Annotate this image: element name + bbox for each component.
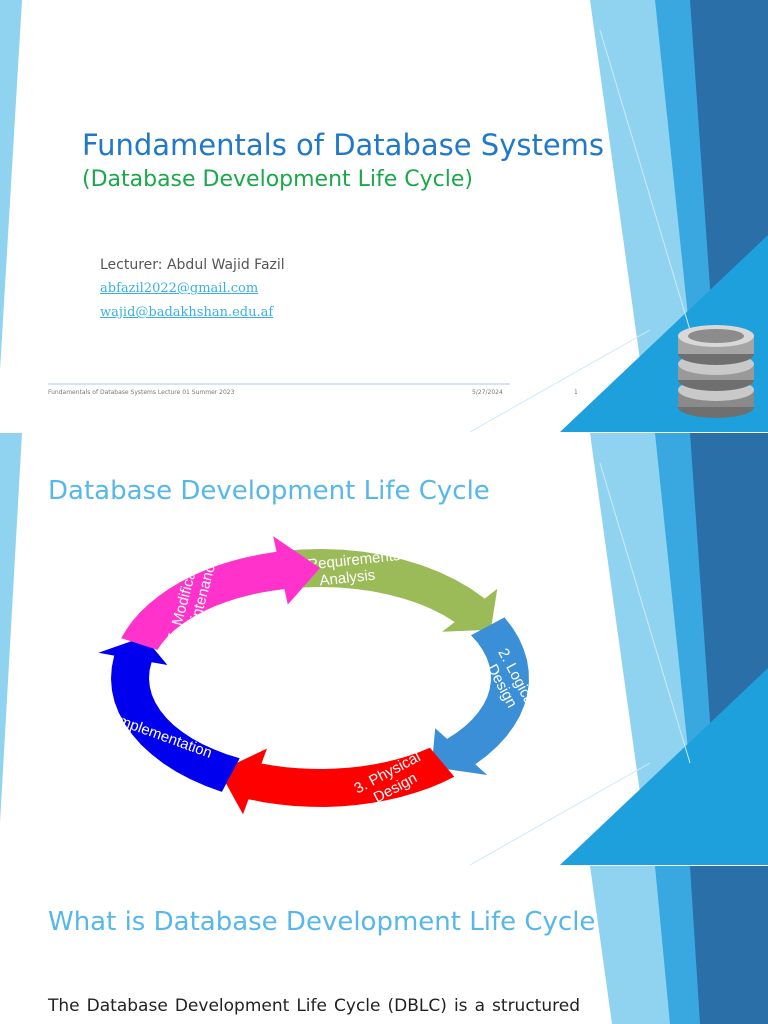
slide-1-decoration [0, 0, 768, 432]
slide-3-body-text: The Database Development Life Cycle (DBL… [48, 996, 580, 1024]
footer-page-number: 1 [574, 389, 578, 396]
slide-3 [0, 866, 768, 1024]
presentation-subtitle: (Database Development Life Cycle) [82, 167, 473, 192]
footer-date: 5/27/2024 [472, 389, 503, 396]
slide-3-decoration [590, 866, 768, 1024]
cycle-arrow-4 [98, 636, 240, 792]
cycle-step-4: 4. Implementation [96, 636, 240, 792]
accent-line [469, 762, 651, 865]
right-accent-bottom [560, 668, 768, 865]
right-accent-dark [690, 866, 768, 1024]
cycle-step-5: 5. Modificaton,Maintenance [121, 536, 320, 650]
cycle-step-label-line: Analysis [319, 567, 376, 590]
accent-line [599, 462, 691, 764]
email-link-gmail[interactable]: abfazil2022@gmail.com [100, 281, 259, 296]
left-accent-shape [0, 0, 22, 370]
slide-1: Fundamentals of Database Systems (Databa… [0, 0, 768, 432]
email-link-university[interactable]: wajid@badakhshan.edu.af [100, 305, 274, 320]
footer-course-info: Fundamentals of Database Systems Lecture… [48, 389, 235, 396]
lecturer-name: Lecturer: Abdul Wajid Fazil [100, 257, 285, 273]
accent-line [599, 29, 691, 331]
presentation-title: Fundamentals of Database Systems [82, 128, 605, 162]
slide-2-decoration [0, 433, 768, 865]
left-accent-shape [0, 433, 22, 823]
cycle-arrow-5 [121, 536, 320, 650]
cycle-step-2: 2. LogicalDesign [431, 617, 540, 775]
slide-2-title: Database Development Life Cycle [48, 476, 490, 506]
cycle-step-3: 3. PhysicalDesign [219, 747, 455, 815]
slide-3-title: What is Database Development Life Cycle [48, 907, 596, 937]
cycle-arrow-2 [431, 617, 529, 775]
accent-line [469, 329, 651, 432]
database-icon [678, 325, 754, 418]
cycle-arrow-3 [219, 747, 455, 815]
